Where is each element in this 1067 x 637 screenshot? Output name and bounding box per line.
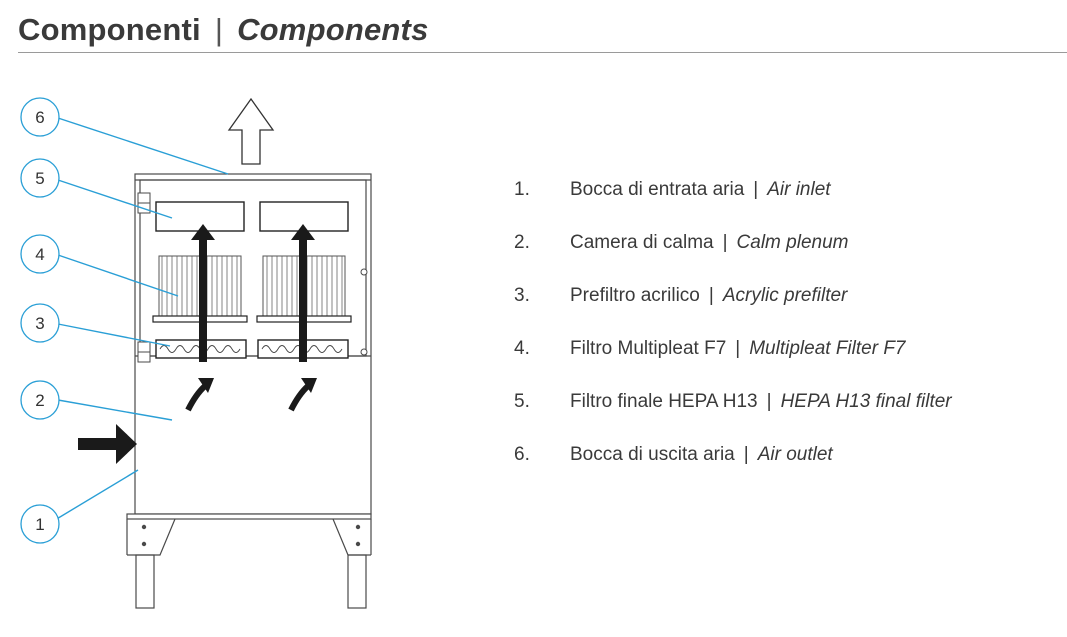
curved-arrow-right bbox=[288, 378, 317, 412]
title-separator: | bbox=[214, 12, 224, 47]
svg-text:6: 6 bbox=[35, 108, 44, 127]
svg-text:5: 5 bbox=[35, 169, 44, 188]
callout-1: 1 bbox=[20, 504, 60, 544]
callout-2: 2 bbox=[20, 380, 60, 420]
page-title: Componenti | Components bbox=[18, 12, 429, 48]
svg-text:2: 2 bbox=[35, 391, 44, 410]
title-italian: Componenti bbox=[18, 12, 201, 47]
callout-5: 5 bbox=[20, 158, 60, 198]
latch-bottom bbox=[360, 348, 368, 356]
callout-4: 4 bbox=[20, 234, 60, 274]
callout-6: 6 bbox=[20, 97, 60, 137]
legend-item: 3.Prefiltro acrilico|Acrylic prefilter bbox=[514, 285, 848, 306]
svg-text:3: 3 bbox=[35, 314, 44, 333]
legend-item: 4.Filtro Multipleat F7|Multipleat Filter… bbox=[514, 338, 906, 359]
airflow-up-arrow-left bbox=[191, 224, 215, 362]
airflow-up-arrow-right bbox=[291, 224, 315, 362]
legend-item: 2.Camera di calma|Calm plenum bbox=[514, 232, 849, 253]
air-outlet-arrow bbox=[227, 97, 275, 165]
svg-text:4: 4 bbox=[35, 245, 44, 264]
stand bbox=[126, 513, 372, 609]
hinge-bottom bbox=[137, 341, 151, 363]
legend-item: 6.Bocca di uscita aria|Air outlet bbox=[514, 444, 833, 465]
header-rule bbox=[18, 52, 1067, 53]
air-inlet-arrow bbox=[78, 424, 137, 464]
title-english: Components bbox=[237, 12, 429, 47]
leader-line-6 bbox=[57, 117, 229, 175]
leader-line-1 bbox=[54, 469, 139, 521]
leader-line-5 bbox=[57, 179, 173, 219]
leader-line-4 bbox=[57, 254, 179, 297]
leader-line-3 bbox=[57, 323, 171, 347]
leader-line-2 bbox=[57, 399, 173, 421]
legend-item: 1.Bocca di entrata aria|Air inlet bbox=[514, 179, 831, 200]
component-legend: 1.Bocca di entrata aria|Air inlet 2.Came… bbox=[514, 172, 952, 490]
latch-top bbox=[360, 268, 368, 276]
svg-text:1: 1 bbox=[35, 515, 44, 534]
curved-arrow-left bbox=[185, 378, 214, 412]
callout-3: 3 bbox=[20, 303, 60, 343]
legend-item: 5.Filtro finale HEPA H13|HEPA H13 final … bbox=[514, 391, 952, 412]
